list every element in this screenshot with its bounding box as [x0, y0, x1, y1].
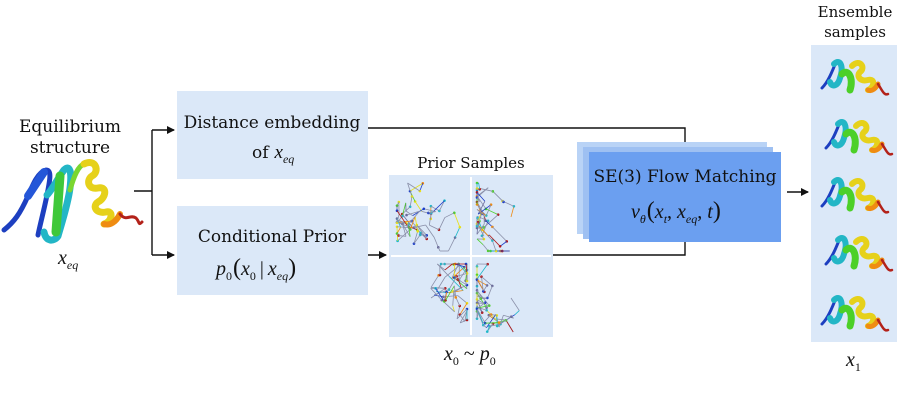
prior-box-title: Conditional Prior [198, 227, 347, 247]
ensemble-symbol: x1 [845, 349, 861, 374]
prior-sample-3 [430, 262, 469, 324]
ensemble-samples-panel: Ensemble samples x1 [811, 3, 897, 374]
input-title-line1: Equilibrium [19, 117, 121, 137]
prior-sample-clouds [395, 181, 520, 333]
conditional-prior-box: Conditional Prior p0(x0|xeq) [177, 206, 368, 295]
input-title-line2: structure [30, 138, 110, 158]
distance-box-line1: Distance embedding [184, 113, 361, 133]
ensemble-protein-1 [820, 59, 890, 96]
input-split-connector [134, 126, 175, 259]
flow-matching-box: SE(3) Flow Matching vθ(xt,xeq,t) [577, 142, 781, 242]
ensemble-proteins [820, 59, 894, 332]
ensemble-protein-5 [820, 295, 890, 332]
samples-to-flow-connector [553, 240, 686, 256]
ensemble-protein-2 [824, 119, 894, 156]
flow-box-title: SE(3) Flow Matching [593, 167, 776, 187]
prior-box-formula: p0(x0|xeq) [214, 255, 296, 283]
prior-sample-4 [475, 262, 520, 333]
ensemble-protein-3 [820, 177, 890, 214]
ensemble-protein-4 [824, 235, 894, 272]
prior-samples-panel: Prior Samples x0~p0 [389, 154, 553, 368]
prior-samples-title: Prior Samples [417, 154, 524, 172]
prior-sample-2 [475, 181, 516, 253]
prior-samples-caption: x0~p0 [443, 343, 496, 368]
input-structure: Equilibrium structure xeq [1, 117, 144, 272]
input-symbol: xeq [57, 247, 78, 272]
prior-sample-1 [395, 181, 462, 252]
flow-box-formula: vθ(xt,xeq,t) [631, 198, 721, 226]
equilibrium-protein-ribbon [1, 159, 144, 244]
ensemble-title-line2: samples [824, 23, 886, 41]
distance-to-flow-connector [368, 127, 686, 148]
ensemble-title-line1: Ensemble [818, 3, 893, 21]
